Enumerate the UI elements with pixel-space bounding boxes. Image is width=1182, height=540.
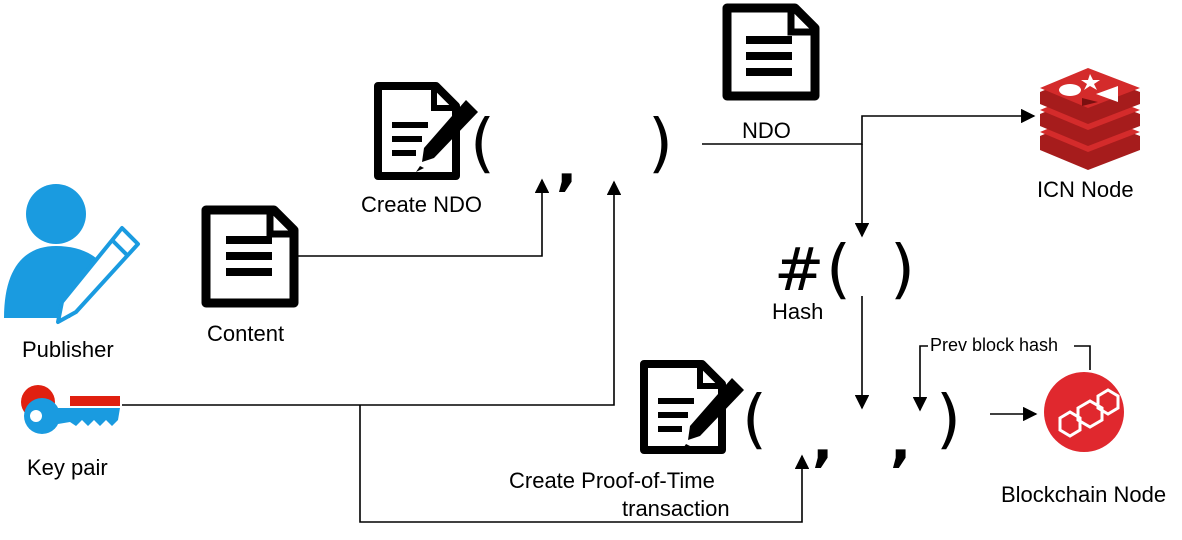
connector-key-to-ndo xyxy=(122,180,622,406)
connector-prev-block-hash xyxy=(1074,345,1091,370)
create-pot-label-line1: Create Proof-of-Time xyxy=(509,468,715,493)
connector-key-to-pot xyxy=(359,405,810,523)
key-icon xyxy=(21,385,120,434)
hash-label: Hash xyxy=(772,299,824,324)
blockchain-node-label: Blockchain Node xyxy=(1001,482,1167,507)
ndo-close-paren: ) xyxy=(648,107,673,181)
create-ndo-label: Create NDO xyxy=(361,192,483,217)
create-ndo-icon xyxy=(374,82,478,180)
ndo-comma: , xyxy=(556,133,578,198)
ndo-open-paren: ( xyxy=(470,107,495,181)
pot-close-paren: ) xyxy=(936,383,961,457)
hash-close-paren: ) xyxy=(890,233,915,307)
ndo-document-icon xyxy=(722,3,820,101)
content-label: Content xyxy=(207,321,285,346)
connector-prev-block-hash-left xyxy=(912,345,928,412)
pot-comma-2: , xyxy=(890,409,912,474)
connector-ndo-to-icn xyxy=(702,108,1036,145)
content-document-icon xyxy=(201,205,299,308)
hash-sign: # xyxy=(774,235,825,305)
publisher-icon xyxy=(4,184,140,324)
create-pot-icon xyxy=(640,360,744,454)
ndo-label: NDO xyxy=(742,118,791,143)
key-pair-label: Key pair xyxy=(27,455,108,480)
pot-comma-1: , xyxy=(812,409,834,474)
create-pot-label-line2: transaction xyxy=(622,496,730,521)
connector-content-to-ndo xyxy=(298,178,550,257)
publisher-label: Publisher xyxy=(22,337,114,362)
hash-open-paren: ( xyxy=(826,233,851,307)
pot-open-paren: ( xyxy=(742,383,767,457)
prev-block-hash-label: Prev block hash xyxy=(930,335,1059,355)
icn-node-label: ICN Node xyxy=(1037,177,1134,202)
icn-node-icon xyxy=(1040,68,1140,170)
blockchain-node-icon xyxy=(1044,372,1124,452)
